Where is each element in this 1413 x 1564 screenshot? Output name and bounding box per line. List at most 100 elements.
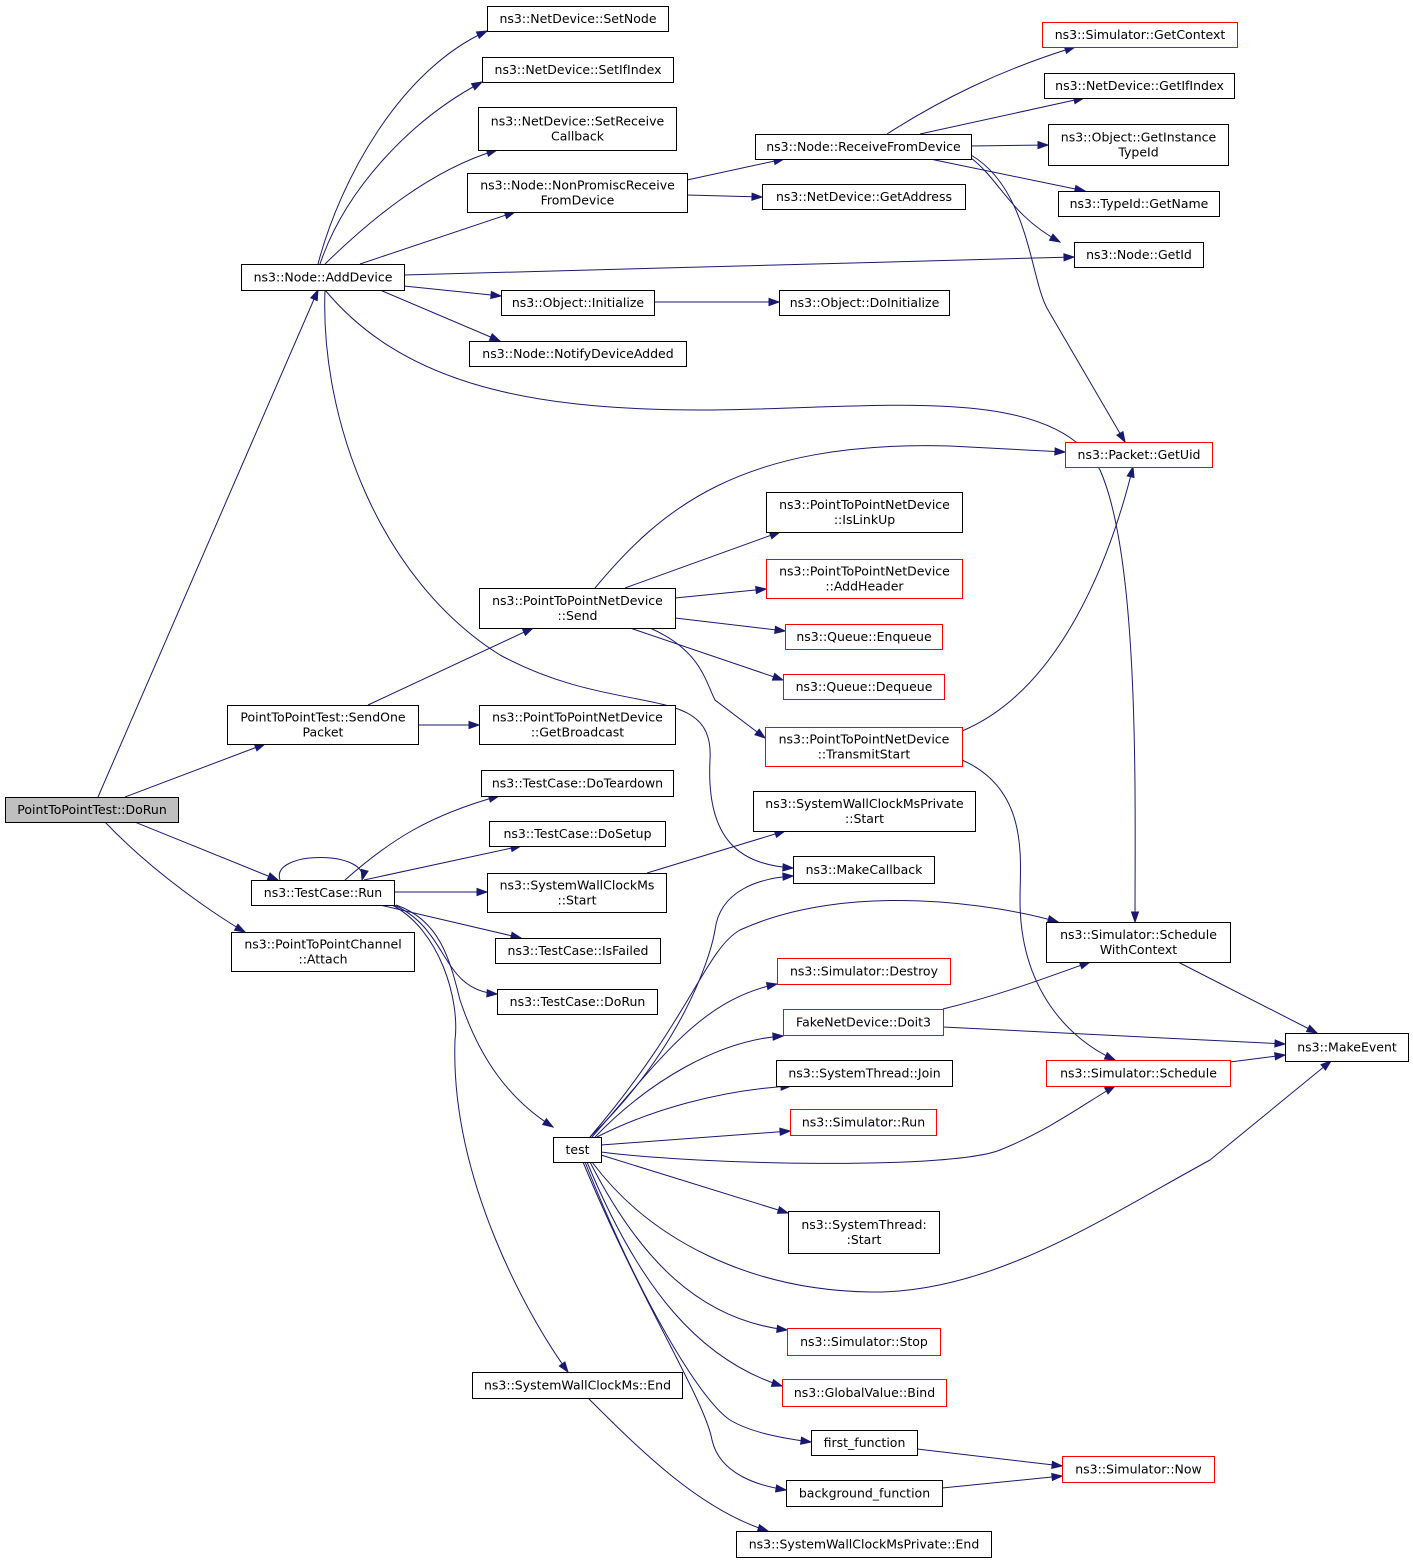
node-tcdorun[interactable]: ns3::TestCase::DoRun bbox=[497, 989, 658, 1015]
arrowhead-icon bbox=[755, 585, 768, 595]
node-recvfromdev[interactable]: ns3::Node::ReceiveFromDevice bbox=[755, 134, 972, 160]
arrowhead-icon bbox=[468, 720, 481, 730]
node-box bbox=[487, 873, 667, 913]
arrowhead-icon bbox=[1063, 253, 1076, 262]
node-label: ns3::NetDevice::GetAddress bbox=[776, 189, 952, 204]
node-isfailed[interactable]: ns3::TestCase::IsFailed bbox=[495, 938, 661, 964]
node-makeevent[interactable]: ns3::MakeEvent bbox=[1285, 1033, 1409, 1062]
edge-dorun-to-sendone bbox=[124, 743, 267, 798]
edge-test-to-simrun bbox=[600, 1127, 792, 1146]
edge-adddevice-to-makecallback bbox=[324, 289, 795, 872]
node-swcstart[interactable]: ns3::SystemWallClockMs::Start bbox=[487, 873, 667, 913]
node-enqueue[interactable]: ns3::Queue::Enqueue bbox=[785, 624, 943, 650]
arrowhead-icon bbox=[1126, 465, 1135, 479]
node-label: ns3::Queue::Enqueue bbox=[796, 629, 932, 644]
edge-line bbox=[686, 194, 763, 198]
node-box bbox=[227, 705, 419, 745]
edge-recvfromdev-to-nodegetid bbox=[970, 157, 1062, 243]
node-doit3[interactable]: FakeNetDevice::Doit3 bbox=[783, 1009, 944, 1036]
edge-swcend-to-swcpend bbox=[587, 1397, 770, 1532]
node-label: ::GetBroadcast bbox=[531, 725, 624, 740]
node-getbroadcast[interactable]: ns3::PointToPointNetDevice::GetBroadcast bbox=[479, 705, 676, 745]
node-dorun[interactable]: PointToPointTest::DoRun bbox=[5, 797, 179, 823]
node-getifindex[interactable]: ns3::NetDevice::GetIfIndex bbox=[1044, 73, 1235, 99]
node-adddevice[interactable]: ns3::Node::AddDevice bbox=[241, 264, 405, 291]
arrowhead-icon bbox=[1051, 1460, 1064, 1469]
node-box bbox=[467, 173, 688, 213]
node-nodegetid[interactable]: ns3::Node::GetId bbox=[1074, 242, 1204, 268]
node-label: ns3::GlobalValue::Bind bbox=[794, 1385, 935, 1400]
node-label: ::Start bbox=[845, 811, 884, 826]
node-transmitstart[interactable]: ns3::PointToPointNetDevice::TransmitStar… bbox=[765, 727, 963, 767]
node-simrun[interactable]: ns3::Simulator::Run bbox=[790, 1109, 937, 1136]
node-box bbox=[482, 57, 674, 83]
node-simschedule[interactable]: ns3::Simulator::Schedule bbox=[1046, 1060, 1231, 1087]
node-getcontext[interactable]: ns3::Simulator::GetContext bbox=[1042, 22, 1238, 48]
node-label: ns3::SystemWallClockMs bbox=[500, 878, 655, 893]
edge-line bbox=[279, 857, 363, 881]
edge-test-to-firstfunc bbox=[584, 1161, 813, 1445]
node-box bbox=[762, 184, 966, 210]
node-dequeue[interactable]: ns3::Queue::Dequeue bbox=[783, 674, 945, 700]
node-bgfunc[interactable]: background_function bbox=[786, 1480, 943, 1507]
node-globalbind[interactable]: ns3::GlobalValue::Bind bbox=[782, 1379, 947, 1407]
node-packetuid[interactable]: ns3::Packet::GetUid bbox=[1065, 442, 1213, 468]
node-addheader[interactable]: ns3::PointToPointNetDevice::AddHeader bbox=[766, 559, 963, 599]
node-label: Packet bbox=[303, 725, 344, 740]
arrowhead-icon bbox=[475, 30, 489, 40]
node-box bbox=[786, 1480, 943, 1507]
arrowhead-icon bbox=[266, 872, 280, 881]
node-box bbox=[783, 1009, 944, 1036]
node-box bbox=[766, 492, 963, 533]
edge-line bbox=[600, 1085, 1116, 1164]
node-threadjoin[interactable]: ns3::SystemThread::Join bbox=[776, 1060, 953, 1087]
edge-line bbox=[886, 46, 1076, 135]
node-p2psend[interactable]: ns3::PointToPointNetDevice::Send bbox=[479, 588, 676, 629]
node-objdoinit[interactable]: ns3::Object::DoInitialize bbox=[779, 290, 950, 316]
node-label: ::Start bbox=[558, 893, 597, 908]
node-islinkup[interactable]: ns3::PointToPointNetDevice::IsLinkUp bbox=[766, 492, 963, 533]
edge-doit3-to-schedwithctx bbox=[942, 961, 1092, 1010]
node-box bbox=[251, 880, 395, 906]
node-firstfunc[interactable]: first_function bbox=[811, 1430, 918, 1456]
node-setifindex[interactable]: ns3::NetDevice::SetIfIndex bbox=[482, 57, 674, 83]
node-swcpstart[interactable]: ns3::SystemWallClockMsPrivate::Start bbox=[753, 791, 976, 832]
node-test[interactable]: test bbox=[553, 1137, 602, 1163]
node-label: ns3::Object::DoInitialize bbox=[790, 295, 940, 310]
node-box bbox=[481, 770, 674, 797]
node-box bbox=[1285, 1033, 1409, 1062]
edge-test-to-simstop bbox=[589, 1161, 789, 1333]
node-doteardown[interactable]: ns3::TestCase::DoTeardown bbox=[481, 770, 674, 797]
node-threadstart[interactable]: ns3::SystemThread::Start bbox=[788, 1211, 940, 1254]
node-objinit[interactable]: ns3::Object::Initialize bbox=[501, 290, 655, 316]
node-attach[interactable]: ns3::PointToPointChannel::Attach bbox=[231, 932, 415, 972]
node-box bbox=[782, 1379, 947, 1407]
node-dosetup[interactable]: ns3::TestCase::DoSetup bbox=[489, 821, 666, 847]
node-box bbox=[479, 588, 676, 629]
node-tcrun[interactable]: ns3::TestCase::Run bbox=[251, 880, 395, 906]
node-typeidname[interactable]: ns3::TypeId::GetName bbox=[1058, 191, 1220, 217]
node-simnow[interactable]: ns3::Simulator::Now bbox=[1062, 1456, 1215, 1483]
node-notifyadded[interactable]: ns3::Node::NotifyDeviceAdded bbox=[469, 341, 687, 367]
node-getaddress[interactable]: ns3::NetDevice::GetAddress bbox=[762, 184, 966, 210]
arrowhead-icon bbox=[1103, 1051, 1117, 1061]
node-simstop[interactable]: ns3::Simulator::Stop bbox=[787, 1328, 941, 1356]
node-simdestroy[interactable]: ns3::Simulator::Destroy bbox=[777, 958, 951, 985]
edge-tcrun-to-swcstart bbox=[394, 887, 489, 897]
node-setnode[interactable]: ns3::NetDevice::SetNode bbox=[487, 6, 669, 32]
node-label: ns3::NetDevice::GetIfIndex bbox=[1055, 78, 1224, 93]
node-box bbox=[553, 1137, 602, 1163]
arrowhead-icon bbox=[770, 1378, 784, 1387]
node-box bbox=[788, 1211, 940, 1254]
arrowhead-icon bbox=[765, 982, 779, 991]
node-makecallback[interactable]: ns3::MakeCallback bbox=[793, 856, 935, 884]
node-swcend[interactable]: ns3::SystemWallClockMs::End bbox=[472, 1372, 683, 1399]
node-swcpend[interactable]: ns3::SystemWallClockMsPrivate::End bbox=[736, 1531, 992, 1558]
edge-line bbox=[600, 1154, 789, 1214]
